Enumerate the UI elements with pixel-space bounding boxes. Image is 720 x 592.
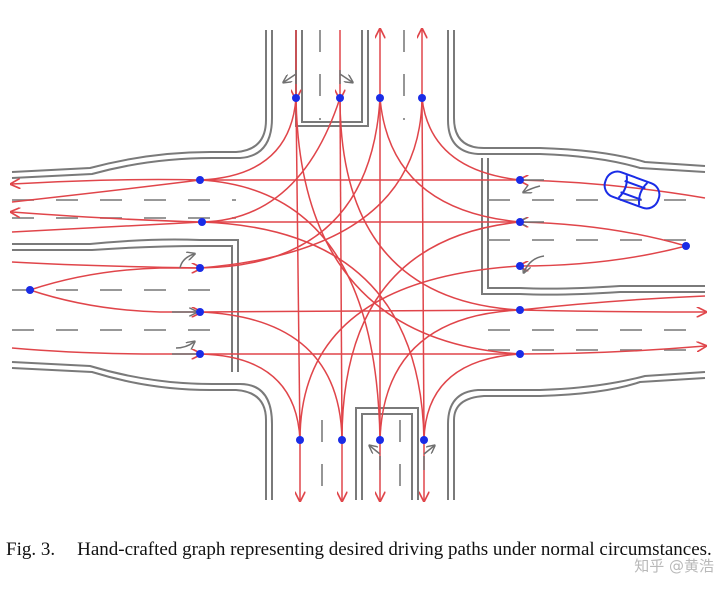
path-eastbound-3 bbox=[11, 347, 200, 354]
path-right-out-2 bbox=[519, 346, 705, 355]
waypoint-dot bbox=[376, 94, 384, 102]
path-westbound-2 bbox=[11, 179, 201, 203]
waypoint-dot bbox=[516, 350, 524, 358]
waypoint-dot bbox=[516, 218, 524, 226]
turn-w-to-n-2 bbox=[199, 97, 423, 269]
waypoint-dot bbox=[516, 306, 524, 314]
turn-e-to-n-2 bbox=[379, 97, 521, 223]
road-edges bbox=[11, 30, 706, 500]
turn-w-to-s-1 bbox=[199, 353, 301, 441]
turn-w-to-n-1 bbox=[199, 97, 381, 269]
turn-n-to-e-1 bbox=[295, 97, 521, 355]
waypoint-dot bbox=[196, 308, 204, 316]
lane-markings bbox=[12, 30, 705, 500]
path-eastbound-2 bbox=[29, 289, 200, 312]
turn-n-to-e-2 bbox=[339, 97, 521, 311]
turn-arrow-icon bbox=[172, 342, 196, 355]
waypoint-nodes bbox=[26, 94, 690, 444]
path-vert-2 bbox=[339, 97, 343, 441]
waypoint-dot bbox=[26, 286, 34, 294]
turn-arrow-icon bbox=[179, 254, 194, 269]
waypoint-dot bbox=[296, 436, 304, 444]
path-eastbound-4 bbox=[11, 261, 201, 269]
waypoint-dot bbox=[420, 436, 428, 444]
figure-caption: Fig. 3. Hand-crafted graph representing d… bbox=[6, 538, 714, 562]
turn-arrow-icon bbox=[339, 70, 352, 84]
waypoint-dot bbox=[376, 436, 384, 444]
waypoint-dot bbox=[196, 264, 204, 272]
intersection-diagram bbox=[0, 0, 720, 520]
watermark: 知乎 @黄浩 bbox=[634, 557, 714, 575]
waypoint-dot bbox=[196, 176, 204, 184]
turn-arrow-icon bbox=[524, 255, 545, 272]
turn-arrow-icon bbox=[284, 70, 297, 84]
driving-paths bbox=[12, 30, 705, 500]
waypoint-dot bbox=[338, 436, 346, 444]
waypoint-dot bbox=[682, 242, 690, 250]
turn-arrow-icon bbox=[520, 179, 544, 192]
waypoint-dot bbox=[198, 218, 206, 226]
waypoint-dot bbox=[292, 94, 300, 102]
turn-e-to-n-1 bbox=[421, 97, 521, 181]
waypoint-dot bbox=[196, 350, 204, 358]
waypoint-dot bbox=[516, 262, 524, 270]
path-westbound-1 bbox=[12, 180, 201, 185]
path-vert-1 bbox=[295, 97, 301, 441]
path-cross-3 bbox=[199, 309, 521, 313]
turn-w-to-s-2 bbox=[199, 311, 343, 441]
path-right-in-1 bbox=[520, 180, 706, 199]
path-right-in-3 bbox=[520, 245, 687, 266]
turn-s-to-w-1 bbox=[199, 179, 381, 441]
turn-e-to-s-1 bbox=[299, 265, 521, 441]
turn-n-to-w-2 bbox=[201, 97, 341, 223]
path-vert-4 bbox=[421, 97, 425, 441]
caption-label: Fig. 3. bbox=[6, 539, 56, 560]
path-eastbound-1 bbox=[29, 268, 200, 291]
turn-arrow-icon bbox=[423, 446, 434, 470]
car-icon bbox=[603, 170, 661, 210]
turn-s-to-e bbox=[423, 353, 521, 441]
path-westbound-4 bbox=[11, 221, 203, 233]
waypoint-dot bbox=[336, 94, 344, 102]
turn-arrow-icon bbox=[370, 446, 381, 470]
path-right-out-3 bbox=[519, 295, 706, 311]
waypoint-dot bbox=[516, 176, 524, 184]
path-westbound-3 bbox=[12, 212, 203, 223]
turn-s-to-w-2 bbox=[201, 221, 425, 441]
waypoint-dot bbox=[418, 94, 426, 102]
turn-n-to-w bbox=[199, 97, 297, 181]
path-right-in-2 bbox=[520, 222, 687, 247]
path-right-out-1 bbox=[519, 310, 705, 312]
caption-text: Hand-crafted graph representing desired … bbox=[77, 539, 712, 560]
turn-e-to-s-2 bbox=[341, 221, 521, 441]
turn-s-to-e-2 bbox=[379, 309, 521, 441]
